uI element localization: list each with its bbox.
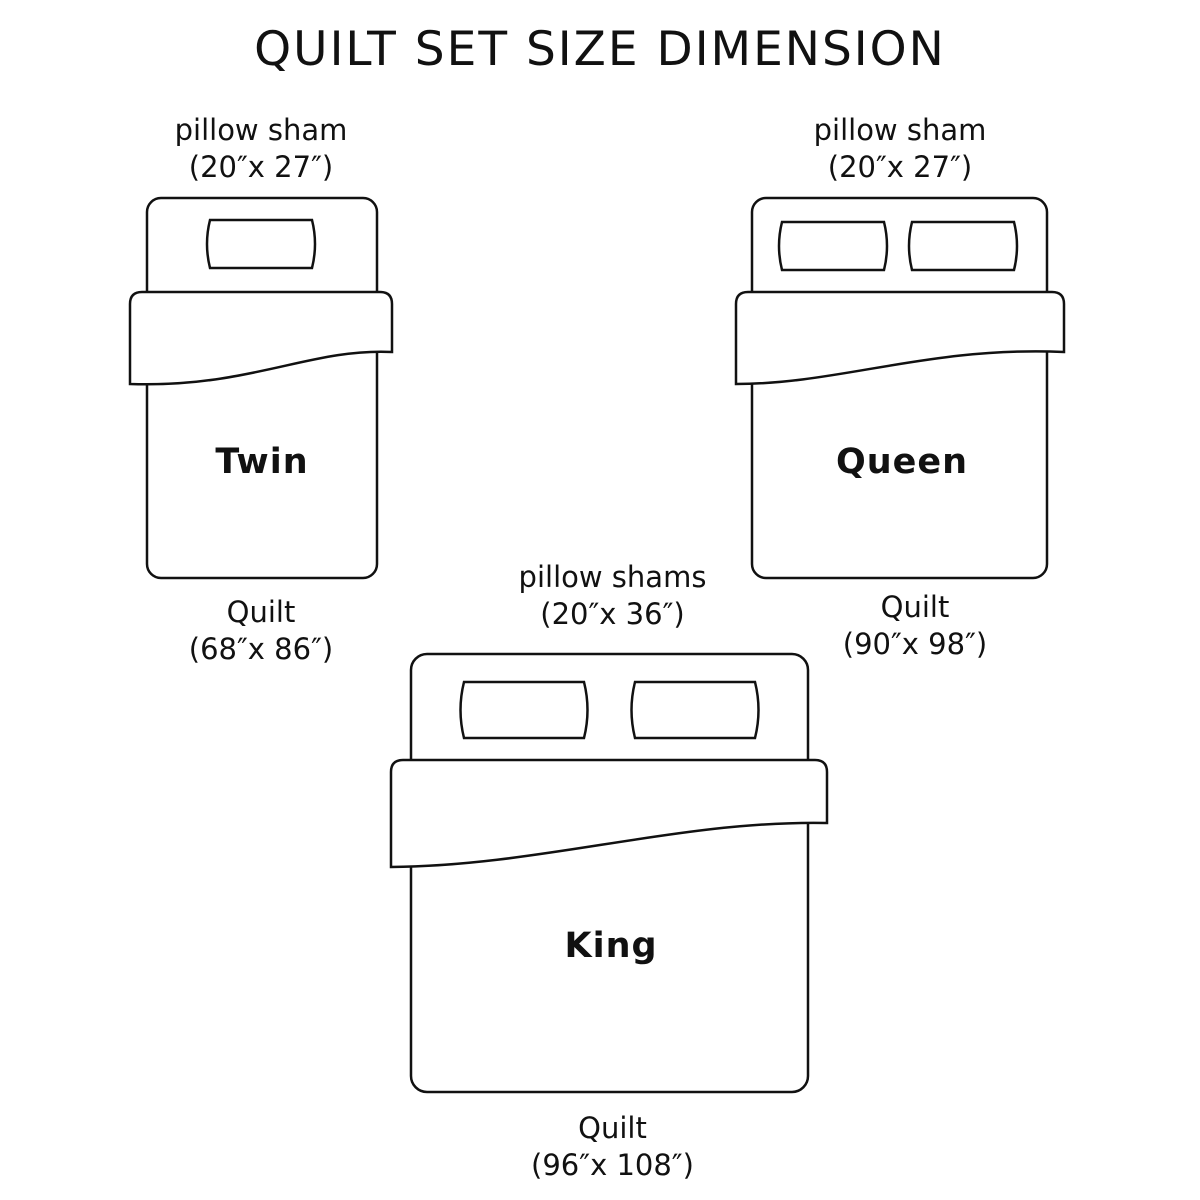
queen-bed bbox=[734, 196, 1066, 580]
twin-bed-name: Twin bbox=[215, 442, 309, 482]
queen-pillow-left bbox=[777, 220, 889, 272]
king-sham-size: (20″x 36″) bbox=[540, 597, 685, 631]
queen-sham-size: (20″x 27″) bbox=[827, 150, 973, 184]
queen-quilt-label: Quilt (90″x 98″) bbox=[800, 589, 1030, 663]
twin-pillow bbox=[205, 218, 317, 270]
queen-pillow-right bbox=[907, 220, 1019, 272]
king-sham-name: pillow shams bbox=[518, 560, 707, 594]
king-quilt-fold bbox=[389, 758, 829, 869]
queen-sham-label: pillow sham (20″x 27″) bbox=[780, 112, 1020, 186]
queen-sham-name: pillow sham bbox=[813, 113, 987, 147]
twin-quilt-size: (68″x 86″) bbox=[188, 632, 334, 666]
king-pillow-left bbox=[459, 680, 589, 740]
queen-quilt-size: (90″x 98″) bbox=[842, 627, 988, 661]
king-pillow-right bbox=[630, 680, 760, 740]
king-sham-label: pillow shams (20″x 36″) bbox=[470, 559, 755, 633]
king-bed-name: King bbox=[564, 926, 658, 966]
twin-quilt-label: Quilt (68″x 86″) bbox=[150, 594, 372, 668]
diagram-title: QUILT SET SIZE DIMENSION bbox=[254, 22, 946, 77]
twin-quilt-fold bbox=[128, 290, 394, 386]
king-bed bbox=[389, 652, 829, 1094]
twin-sham-size: (20″x 27″) bbox=[188, 150, 334, 184]
king-quilt-name: Quilt bbox=[578, 1111, 647, 1145]
twin-quilt-name: Quilt bbox=[226, 595, 296, 629]
queen-quilt-name: Quilt bbox=[880, 590, 950, 624]
king-quilt-size: (96″x 108″) bbox=[531, 1148, 694, 1182]
king-quilt-label: Quilt (96″x 108″) bbox=[470, 1110, 755, 1184]
queen-quilt-fold bbox=[734, 290, 1066, 386]
twin-sham-name: pillow sham bbox=[174, 113, 348, 147]
twin-bed bbox=[128, 196, 394, 580]
queen-bed-name: Queen bbox=[835, 442, 969, 482]
twin-sham-label: pillow sham (20″x 27″) bbox=[150, 112, 372, 186]
